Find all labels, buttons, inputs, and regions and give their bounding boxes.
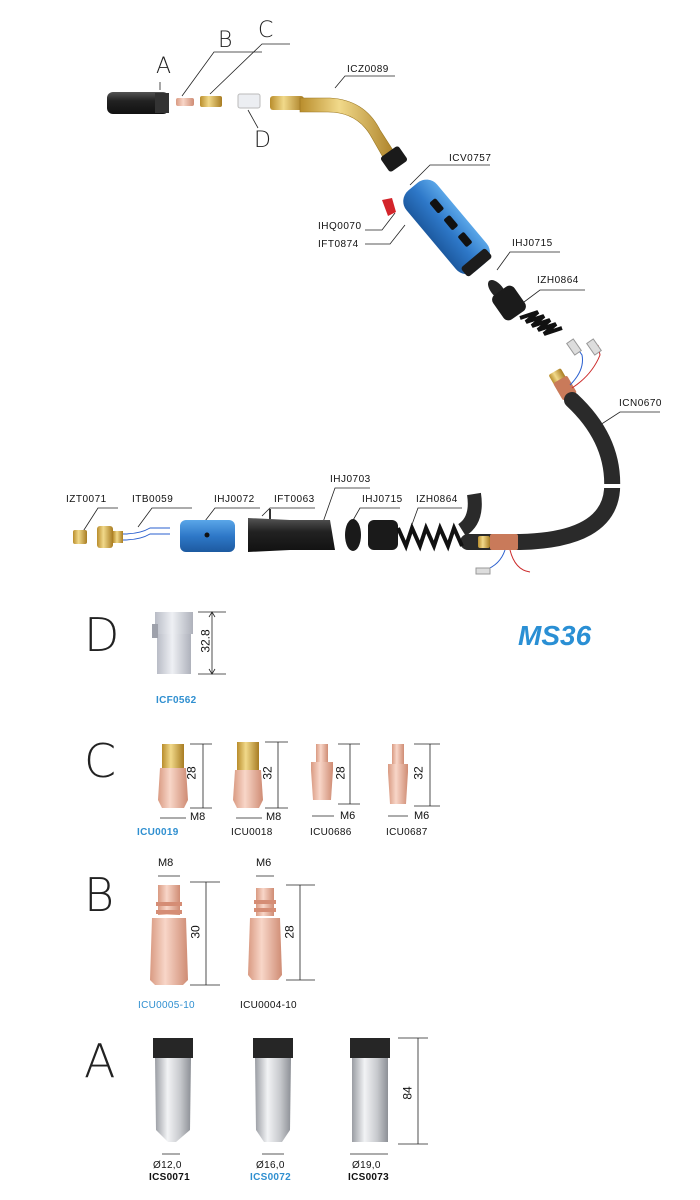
contact-tip-detail	[150, 885, 282, 985]
section-c-letter: C	[84, 734, 117, 788]
thread-c3: M6	[340, 810, 356, 822]
handle-part	[403, 179, 492, 277]
thread-c4: M6	[414, 810, 430, 822]
section-d-letter: D	[84, 608, 120, 662]
label-rear-handle: IHJ0703	[330, 474, 371, 485]
callout-d: D	[254, 128, 271, 153]
label-set-screw: IFT0063	[274, 494, 315, 505]
diameter-a2: Ø16,0	[256, 1160, 285, 1171]
dim-a	[162, 1037, 428, 1155]
code-ics0073: ICS0073	[348, 1172, 390, 1183]
label-connector-nut: IHJ0072	[214, 494, 255, 505]
label-connector-block: ITB0059	[132, 494, 174, 505]
label-gooseneck: ICZ0089	[347, 64, 389, 75]
code-icu0005-10: ICU0005-10	[138, 1000, 195, 1011]
label-ring: IHJ0715	[512, 238, 553, 249]
label-cable: ICN0670	[619, 398, 662, 409]
nozzle-part	[107, 92, 169, 114]
wires-upper	[566, 338, 602, 389]
rear-handle-part	[248, 518, 335, 552]
wires-lower	[475, 549, 531, 575]
label-spring: IZH0864	[537, 275, 579, 286]
code-icu0019: ICU0019	[137, 827, 179, 838]
dim-c4: 32	[411, 766, 426, 780]
diameter-a3: Ø19,0	[352, 1160, 381, 1171]
label-handle: ICV0757	[449, 153, 492, 164]
code-icu0018: ICU0018	[231, 827, 273, 838]
cable-stub-lower	[457, 492, 482, 536]
gooseneck-part	[270, 96, 407, 172]
spring-part-lower	[368, 520, 464, 552]
code-ics0071: ICS0071	[149, 1172, 191, 1183]
label-screw: IFT0874	[318, 239, 359, 250]
thread-b2: M6	[256, 857, 272, 869]
dim-c1: 28	[184, 766, 199, 780]
nozzle-detail	[153, 1038, 390, 1142]
label-trigger: IHQ0070	[318, 221, 362, 232]
section-b-letter: B	[84, 868, 115, 922]
insert-part	[73, 530, 87, 544]
front-connector-part	[478, 536, 490, 548]
thread-c2: M8	[266, 811, 282, 823]
callout-c: C	[258, 18, 274, 43]
section-a-letter: A	[84, 1034, 116, 1088]
label-spring-lower: IZH0864	[416, 494, 458, 505]
trigger-part	[382, 198, 396, 216]
contact-tip-part	[176, 98, 194, 106]
cable-part	[460, 392, 621, 550]
code-icu0004-10: ICU0004-10	[240, 1000, 297, 1011]
code-icu0687: ICU0687	[386, 827, 428, 838]
dim-a-length: 84	[400, 1086, 415, 1100]
code-icu0686: ICU0686	[310, 827, 352, 838]
label-insert: IZT0071	[66, 494, 107, 505]
tip-holder-part	[200, 96, 222, 107]
dim-d-value: 32.8	[198, 629, 213, 653]
ring-part-lower	[345, 519, 361, 551]
thread-b1: M8	[158, 857, 174, 869]
thread-c1: M8	[190, 811, 206, 823]
connector-block-part	[97, 526, 170, 548]
dim-c3: 28	[333, 766, 348, 780]
callout-b: B	[218, 28, 233, 53]
diffuser-detail	[152, 612, 193, 674]
dim-b	[158, 875, 315, 986]
leader-lines	[81, 43, 660, 534]
label-ring-lower: IHJ0715	[362, 494, 403, 505]
diffuser-part	[237, 93, 261, 109]
spring-part	[492, 285, 563, 336]
code-icf0562: ICF0562	[156, 695, 197, 706]
dim-b2: 28	[282, 925, 297, 939]
tip-holder-detail	[158, 742, 408, 808]
diameter-a1: Ø12,0	[153, 1160, 182, 1171]
model-title: MS36	[518, 620, 592, 651]
dim-c2: 32	[260, 766, 275, 780]
dim-d	[198, 611, 226, 675]
dim-b1: 30	[188, 925, 203, 939]
callout-a: A	[156, 54, 172, 79]
code-ics0072: ICS0072	[250, 1172, 292, 1183]
front-sleeve-part	[490, 534, 518, 550]
dim-c	[160, 741, 440, 819]
